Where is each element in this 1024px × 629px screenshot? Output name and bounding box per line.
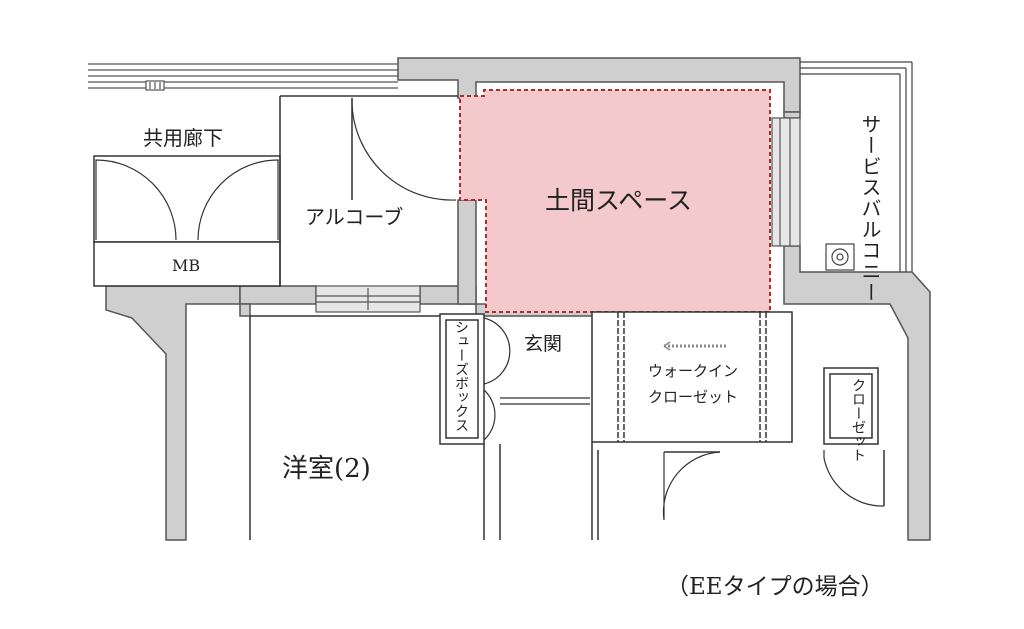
alcove [279, 95, 458, 286]
label-walk-in-closet-2: クローゼット [648, 388, 739, 406]
label-type-note: （EEタイプの場合） [666, 574, 884, 600]
alcove-window [315, 285, 421, 313]
entrance-area [500, 397, 590, 405]
walk-in-closet [591, 311, 793, 540]
balcony-window [771, 117, 801, 247]
label-western-room: 洋室(2) [282, 454, 371, 484]
western-room-outline [249, 315, 440, 540]
wall-right-mid [783, 245, 931, 541]
label-common-corridor: 共用廊下 [143, 126, 223, 150]
label-mb: MB [172, 256, 201, 275]
wall-top [397, 57, 801, 113]
service-balcony [800, 61, 913, 272]
wall-right-upper [783, 111, 801, 119]
shoe-box-cabinet [439, 313, 511, 540]
corridor-rail [88, 63, 398, 91]
label-entrance: 玄関 [524, 333, 563, 355]
wall-alcove-doma [457, 199, 477, 305]
mb-box [93, 155, 281, 287]
wall-left [105, 285, 241, 541]
wall-alcove-bottom [239, 285, 317, 305]
label-shoe-box: シューズボックス [453, 320, 469, 432]
label-doma-space: 土間スペース [545, 186, 693, 215]
small-closet [823, 367, 885, 507]
doma-space-area [459, 89, 771, 313]
label-walk-in-closet-1: ウォークイン [648, 362, 739, 380]
wall-room-left-stub [239, 303, 251, 317]
label-alcove: アルコーブ [305, 205, 404, 229]
label-closet: クローゼット [850, 378, 866, 462]
label-service-balcony: サービスバルコニー [858, 114, 882, 303]
